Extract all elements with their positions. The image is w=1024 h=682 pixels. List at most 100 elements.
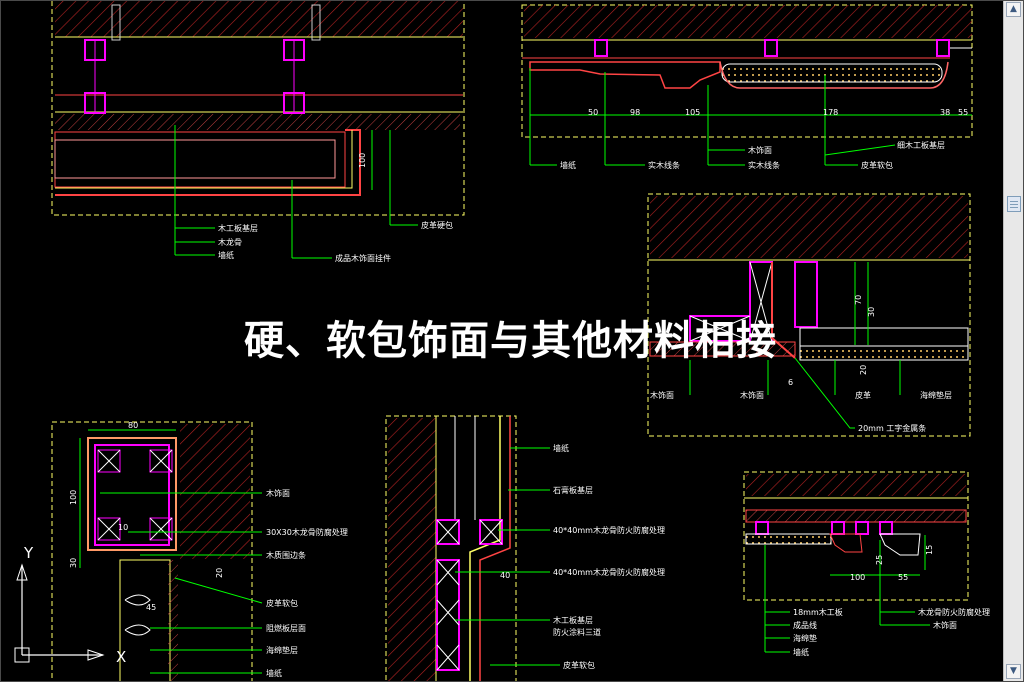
grip-line xyxy=(1010,204,1018,205)
bottom-left-dim: 100 xyxy=(69,490,78,505)
middle-right-leader xyxy=(794,357,855,429)
middle-right-label: 木饰面 xyxy=(650,390,674,400)
bottom-left-dim: 45 xyxy=(146,603,156,612)
top-right-wood-block xyxy=(594,39,608,57)
top-left-label: 皮革硬包 xyxy=(421,220,453,230)
bottom-right-label: 海绵垫 xyxy=(793,633,817,643)
bottom-right-profile xyxy=(879,533,921,556)
grip-line xyxy=(1010,207,1018,208)
top-right-dim: 98 xyxy=(630,108,640,117)
bottom-left-label: 阻燃板层面 xyxy=(266,623,306,633)
top-right-wall-hatch xyxy=(524,5,972,38)
bottom-left-dim: 30 xyxy=(69,558,78,568)
middle-right-wall-hatch xyxy=(650,196,968,258)
bottom-left-leader xyxy=(174,577,263,604)
scroll-down-icon[interactable]: ▼ xyxy=(1006,664,1021,679)
bottom-right-dim: 55 xyxy=(898,573,908,582)
bottom-right-label: 墙纸 xyxy=(793,647,809,657)
bottom-left-dim: 10 xyxy=(118,523,128,532)
scroll-up-icon[interactable]: ▲ xyxy=(1006,2,1021,17)
bottom-left-dim: 80 xyxy=(128,421,138,430)
bottom-middle-label: 木工板基层 xyxy=(553,615,593,625)
bottom-left-label: 墙纸 xyxy=(266,668,282,678)
bottom-middle-label: 皮革软包 xyxy=(563,660,595,670)
vertical-scrollbar[interactable]: ▲ ▼ xyxy=(1003,0,1024,682)
bottom-right-label: 18mm木工板 xyxy=(793,607,843,617)
bottom-left-strip xyxy=(119,559,171,682)
bottom-left-hatch xyxy=(180,424,250,559)
bottom-right-board xyxy=(745,509,967,523)
bottom-middle-wrap xyxy=(479,416,511,682)
middle-right-panel xyxy=(799,327,969,347)
bottom-left-detail: 木饰面 30X30木龙骨防腐处理 木质围边条 皮革软包 阻燃板层面 海绵垫层 墙… xyxy=(51,421,348,682)
top-right-label: 墙纸 xyxy=(560,160,576,170)
bottom-right-label: 木龙骨防火防腐处理 xyxy=(918,607,990,617)
bottom-right-detail: 18mm木工板 成品线 海绵垫 墙纸 木龙骨防火防腐处理 木饰面 100 55 … xyxy=(743,471,990,657)
top-left-label: 墙纸 xyxy=(218,250,234,260)
top-right-label: 皮革软包 xyxy=(861,160,893,170)
top-right-sponge xyxy=(721,63,943,83)
top-left-label: 木工板基层 xyxy=(218,223,258,233)
top-right-dim: 55 xyxy=(958,108,968,117)
bottom-left-label: 30X30木龙骨防腐处理 xyxy=(266,527,348,537)
bottom-left-curve xyxy=(124,624,151,636)
bottom-middle-x xyxy=(436,644,460,671)
bottom-left-x xyxy=(97,449,121,473)
bottom-left-label: 海绵垫层 xyxy=(266,645,298,655)
ucs-y-label: Y xyxy=(24,544,34,562)
bottom-middle-x xyxy=(436,559,460,586)
bottom-right-block xyxy=(855,521,869,535)
top-right-leader xyxy=(824,144,896,156)
bottom-right-dim: 25 xyxy=(875,555,884,565)
bottom-left-cell xyxy=(97,449,121,473)
bottom-right-profile xyxy=(829,533,863,553)
bottom-left-curve xyxy=(124,594,151,606)
ucs-axes-icon xyxy=(14,563,105,663)
middle-right-post xyxy=(794,261,818,328)
drawing-title: 硬、软包饰面与其他材料相接 xyxy=(244,318,777,364)
bottom-right-label: 木饰面 xyxy=(933,620,957,630)
bottom-left-x xyxy=(149,517,173,541)
top-right-dim: 50 xyxy=(588,108,598,117)
top-left-detail: 木工板基层 木龙骨 墙纸 成品木饰面挂件 皮革硬包 100 xyxy=(51,0,465,263)
bottom-middle-block xyxy=(436,559,460,671)
top-left-bolt xyxy=(311,4,321,41)
bottom-left-box xyxy=(87,437,177,551)
bottom-right-dim: 15 xyxy=(925,545,934,555)
middle-right-label: 海绵垫层 xyxy=(920,390,952,400)
bottom-middle-label: 防火涂料三道 xyxy=(553,627,601,637)
top-left-panel xyxy=(54,139,336,179)
middle-right-label: 皮革 xyxy=(855,390,871,400)
top-left-label: 木龙骨 xyxy=(218,237,242,247)
bottom-right-hatch xyxy=(746,474,966,496)
bottom-right-dim: 100 xyxy=(850,573,865,582)
bottom-right-label: 成品线 xyxy=(793,620,817,630)
grip-line xyxy=(1010,201,1018,202)
top-left-frame xyxy=(51,0,465,216)
middle-right-detail: 木饰面 木饰面 皮革 海绵垫层 20mm 工字金属条 70 30 20 6 xyxy=(647,193,971,437)
middle-right-wood xyxy=(689,315,751,342)
middle-right-label: 木饰面 xyxy=(740,390,764,400)
bottom-left-label: 皮革软包 xyxy=(266,598,298,608)
bottom-right-block xyxy=(755,521,769,535)
scroll-thumb[interactable] xyxy=(1007,196,1021,212)
bottom-middle-label: 石膏板基层 xyxy=(553,485,593,495)
middle-right-dim: 30 xyxy=(867,307,876,317)
bottom-left-x xyxy=(97,517,121,541)
bottom-left-frame xyxy=(51,421,253,682)
top-left-label: 成品木饰面挂件 xyxy=(335,253,391,263)
middle-right-label: 20mm 工字金属条 xyxy=(858,423,926,433)
bottom-middle-label: 40*40mm木龙骨防火防腐处理 xyxy=(553,525,665,535)
bottom-left-cell xyxy=(149,517,173,541)
middle-right-dim: 70 xyxy=(854,295,863,305)
top-right-wood-block xyxy=(936,39,950,57)
middle-right-x xyxy=(749,261,773,343)
top-right-profile xyxy=(529,61,721,89)
top-right-wood-block xyxy=(764,39,778,57)
middle-right-dim: 6 xyxy=(788,378,793,387)
middle-right-sponge xyxy=(799,345,969,361)
bottom-right-block xyxy=(831,521,845,535)
bottom-middle-hatch xyxy=(388,418,436,682)
bottom-left-x xyxy=(149,449,173,473)
top-left-wall-hatch xyxy=(55,0,463,37)
